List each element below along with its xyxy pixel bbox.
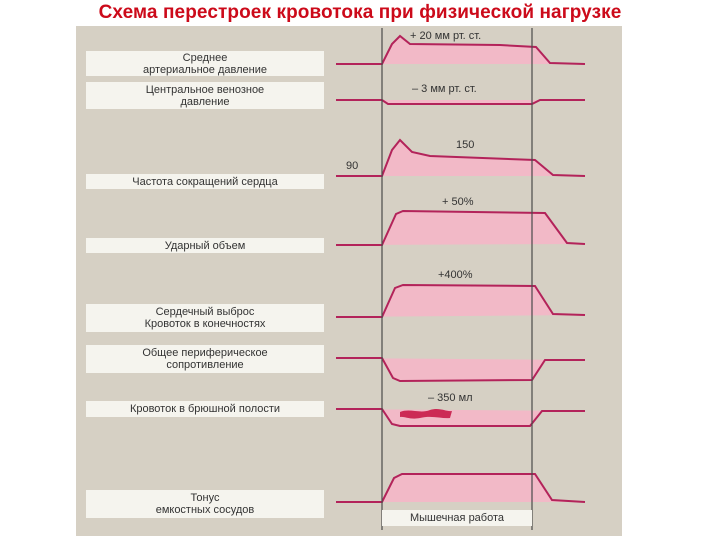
label-line: Центральное венозное	[145, 83, 265, 96]
row-label-cardiac-output: Сердечный выброс Кровоток в конечностях	[86, 304, 324, 332]
row-label-central-venous-pressure: Центральное венозное давление	[86, 82, 324, 109]
label-line: Кровоток в брюшной полости	[129, 403, 281, 415]
row-label-capacitance-vessel-tone: Тонус емкостных сосудов	[86, 490, 324, 518]
muscular-work-label: Мышечная работа	[382, 510, 532, 526]
row-label-stroke-volume: Ударный объем	[86, 238, 324, 253]
row-label-heart-rate: Частота сокращений сердца	[86, 174, 324, 189]
annotation-central-venous: – 3 мм рт. ст.	[412, 83, 477, 95]
row-label-mean-arterial-pressure: Среднее артериальное давление	[86, 51, 324, 76]
curve-fill	[336, 409, 585, 426]
diagram-panel	[76, 26, 622, 536]
label-line: сопротивление	[166, 359, 244, 371]
annotation-abdominal-flow: – 350 мл	[428, 392, 473, 404]
curve-line	[336, 138, 586, 177]
blood-smear-mark	[400, 409, 452, 419]
annotation-cardiac-output: +400%	[438, 269, 473, 281]
label-line: Сердечный выброс	[155, 306, 255, 318]
annotation-stroke-volume: + 50%	[442, 196, 474, 208]
curve-line	[336, 34, 586, 65]
label-line: Ударный объем	[164, 239, 246, 252]
curve-fill	[336, 358, 585, 381]
label-line: давление	[180, 95, 230, 108]
heart-rate-baseline-value: 90	[346, 160, 359, 172]
label-line: емкостных сосудов	[155, 504, 255, 516]
diagram-title: Схема перестроек кровотока при физическо…	[98, 2, 622, 23]
label-line: Тонус	[190, 492, 220, 504]
row-label-peripheral-resistance: Общее периферическое сопротивление	[86, 345, 324, 373]
annotation-mean-arterial: + 20 мм рт. ст.	[410, 30, 482, 42]
label-line: Частота сокращений сердца	[132, 175, 278, 188]
curve-line	[336, 99, 585, 105]
row-label-abdominal-blood-flow: Кровоток в брюшной полости	[86, 401, 324, 417]
curve-fill	[336, 285, 585, 317]
curve-fill	[336, 211, 585, 245]
label-line: Кровоток в конечностях	[144, 318, 266, 330]
label-line: артериальное давление	[143, 63, 267, 76]
label-line: Среднее	[182, 51, 228, 64]
curve-fill	[336, 36, 585, 64]
curve-fill	[336, 474, 585, 502]
label-line: Общее периферическое	[142, 347, 268, 359]
annotation-heart-rate: 150	[456, 139, 475, 151]
